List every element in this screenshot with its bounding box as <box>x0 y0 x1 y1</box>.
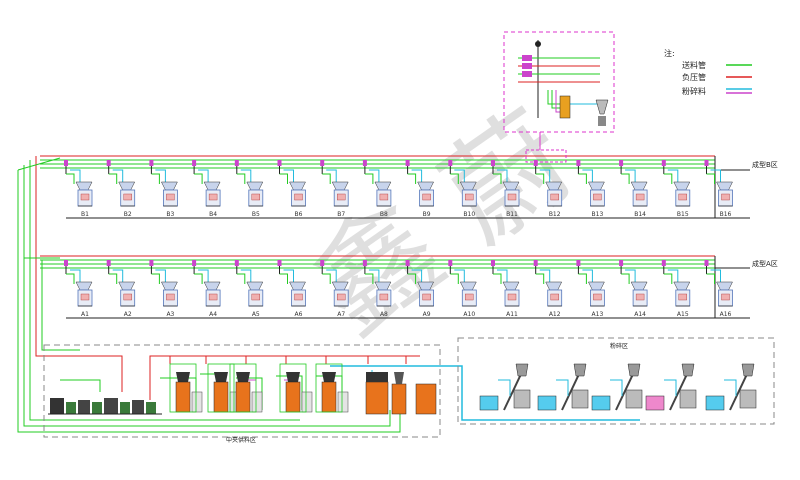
a-row-machine-A5: A5 <box>234 260 264 318</box>
a-row-label-A4: A4 <box>209 311 217 318</box>
a-row-machine-A16: A16 <box>704 260 733 318</box>
a-row-machine-A11: A11 <box>491 260 520 318</box>
dryer-unit <box>315 363 349 413</box>
b-row-machine-B7: B7 <box>320 160 349 218</box>
crusher-unit <box>591 363 643 411</box>
b-row-machine-B4: B4 <box>192 160 221 218</box>
b-row-machine-B3: B3 <box>149 160 178 218</box>
b-row-machine-B6: B6 <box>277 160 306 218</box>
large-dryer-silos <box>365 372 437 415</box>
dryer-unit <box>207 363 241 413</box>
b-row-machine-B8: B8 <box>362 160 392 218</box>
b-row-machine-B9: B9 <box>405 160 435 218</box>
a-row-label-A13: A13 <box>592 311 604 318</box>
a-row-label-A9: A9 <box>423 311 431 318</box>
b-row-machine-B11: B11 <box>491 160 520 218</box>
a-row-machine-A12: A12 <box>533 260 563 318</box>
crushing-area: 粉碎区 <box>457 337 775 425</box>
crusher-unit <box>479 363 531 411</box>
b-row-label-B9: B9 <box>423 211 431 218</box>
dryer-units <box>169 363 349 413</box>
central-zone-label: 中央供料区 <box>226 436 256 444</box>
b-row-machine-B1: B1 <box>64 160 93 218</box>
a-row-machine-A10: A10 <box>448 260 477 318</box>
b-row-machine-B13: B13 <box>576 160 605 218</box>
legend-label-regrind: 粉碎料 <box>682 86 706 96</box>
a-row-label-A14: A14 <box>634 311 646 318</box>
watermark-text: 鑫 蔚 <box>289 87 597 360</box>
b-row-label-B10: B10 <box>463 211 475 218</box>
crusher-units <box>479 363 757 411</box>
b-row-label-B5: B5 <box>252 211 260 218</box>
left-hopper-cluster <box>48 398 162 415</box>
b-row-machine-B2: B2 <box>106 160 136 218</box>
zone-b-label: 成型B区 <box>752 160 778 169</box>
b-row-machine-B16: B16 <box>704 160 733 218</box>
b-row-label-B16: B16 <box>720 211 732 218</box>
a-row-label-A12: A12 <box>549 311 561 318</box>
b-row-label-B6: B6 <box>295 211 303 218</box>
a-row-machine-A8: A8 <box>362 260 392 318</box>
a-row-label-A3: A3 <box>166 311 174 318</box>
dryer-unit <box>169 363 203 413</box>
a-row-machines: A1 A2 A3 A4 A5 A6 A7 A8 A9 A10 A11 A12 A13 A14 A15 A16 <box>64 260 733 318</box>
b-row-label-B1: B1 <box>81 211 89 218</box>
dryer-unit <box>279 363 313 413</box>
watermark: 鑫 蔚 <box>289 87 597 360</box>
left-trunk-lines <box>17 156 401 433</box>
a-row-label-A2: A2 <box>124 311 132 318</box>
b-row-machine-B10: B10 <box>448 160 477 218</box>
a-row-machine-A9: A9 <box>405 260 435 318</box>
b-row-label-B11: B11 <box>506 211 518 218</box>
b-row-label-B7: B7 <box>337 211 345 218</box>
a-row-label-A6: A6 <box>295 311 303 318</box>
a-row-label-A5: A5 <box>252 311 260 318</box>
a-row-machine-A13: A13 <box>576 260 605 318</box>
crusher-unit <box>537 363 589 411</box>
a-row-label-A11: A11 <box>506 311 518 318</box>
a-row-machine-A14: A14 <box>619 260 648 318</box>
b-row-machine-B15: B15 <box>661 160 691 218</box>
a-row-label-A15: A15 <box>677 311 689 318</box>
a-row-machine-A1: A1 <box>64 260 93 318</box>
b-row-label-B3: B3 <box>166 211 174 218</box>
a-row-label-A1: A1 <box>81 311 89 318</box>
central-feeding-area: 中央供料区 <box>43 344 640 444</box>
b-row-label-B12: B12 <box>549 211 561 218</box>
a-row-label-A16: A16 <box>720 311 732 318</box>
a-row-machine-A2: A2 <box>106 260 136 318</box>
a-row-machine-A4: A4 <box>192 260 221 318</box>
a-row-label-A10: A10 <box>463 311 475 318</box>
b-row-label-B14: B14 <box>634 211 646 218</box>
a-row-machine-A6: A6 <box>277 260 306 318</box>
a-row-machine-A3: A3 <box>149 260 178 318</box>
a-row-label-A7: A7 <box>337 311 345 318</box>
b-row-machines: B1 B2 B3 B4 B5 B6 B7 B8 B9 B10 B11 B12 B13 B14 B15 B16 <box>64 160 733 218</box>
detail-inset <box>503 31 615 163</box>
legend-label-feed: 送料管 <box>682 60 706 70</box>
crushing-zone-label: 粉碎区 <box>610 342 628 350</box>
b-row-label-B2: B2 <box>124 211 132 218</box>
b-row-machine-B5: B5 <box>234 160 264 218</box>
legend-label-vacuum: 负压管 <box>682 72 706 82</box>
dryer-unit <box>229 363 263 413</box>
b-row-label-B15: B15 <box>677 211 689 218</box>
b-row-machine-B12: B12 <box>533 160 563 218</box>
b-row-label-B4: B4 <box>209 211 217 218</box>
a-row-machine-A15: A15 <box>661 260 691 318</box>
b-row-label-B13: B13 <box>592 211 604 218</box>
b-row-header-pipes <box>40 155 750 219</box>
legend-title: 注: <box>664 48 675 58</box>
zone-a-label: 成型A区 <box>752 259 778 268</box>
a-row-label-A8: A8 <box>380 311 388 318</box>
b-row-label-B8: B8 <box>380 211 388 218</box>
crusher-unit <box>645 363 697 411</box>
legend: 注: 送料管 负压管 粉碎料 <box>664 48 752 96</box>
crusher-unit <box>705 363 757 411</box>
a-row-machine-A7: A7 <box>320 260 349 318</box>
b-row-machine-B14: B14 <box>619 160 648 218</box>
